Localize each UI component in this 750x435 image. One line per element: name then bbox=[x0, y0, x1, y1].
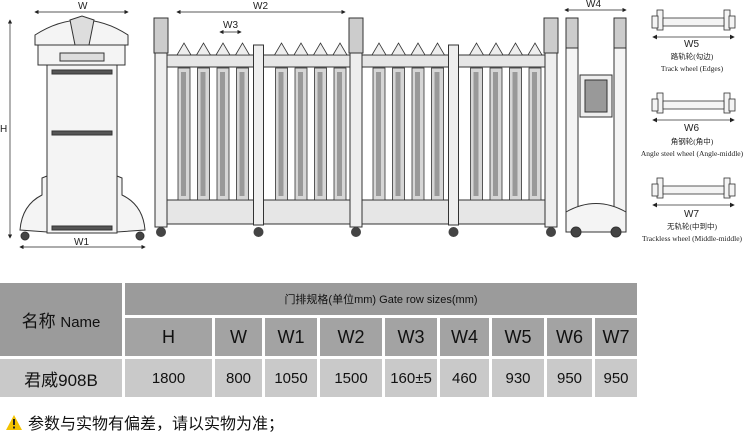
gate-bar-shade bbox=[239, 72, 245, 196]
wheel-diagram-w7 bbox=[651, 177, 736, 208]
cell-w5: 930 bbox=[492, 359, 544, 397]
column-header-w7: W7 bbox=[595, 318, 637, 356]
wheel-w5-label: W5 bbox=[684, 39, 699, 50]
bar-finial bbox=[390, 42, 407, 56]
dim-h-label: H bbox=[0, 124, 7, 135]
column-header-w5: W5 bbox=[492, 318, 544, 356]
gate-bar-shade bbox=[337, 72, 342, 196]
post-cap bbox=[153, 17, 169, 54]
gate-bar-shade bbox=[181, 72, 186, 196]
gate-wheel bbox=[448, 227, 459, 237]
gate-bar-shade bbox=[512, 72, 518, 196]
hinge-post bbox=[253, 44, 264, 226]
bar-finial bbox=[176, 42, 192, 56]
cell-w: 800 bbox=[215, 359, 262, 397]
gate-wheel bbox=[156, 227, 166, 237]
dim-w3-label: W3 bbox=[223, 20, 238, 31]
column-header-w2: W2 bbox=[320, 318, 382, 356]
gate-bar-shade bbox=[278, 72, 284, 196]
column-header-w4: W4 bbox=[440, 318, 489, 356]
side-post-drawing bbox=[19, 15, 146, 241]
cell-w2: 1500 bbox=[320, 359, 382, 397]
wheel-w6-label: W6 bbox=[684, 123, 699, 134]
gate-bar-shade bbox=[317, 72, 323, 196]
wheel-w5-cn: 路轨轮(勾边) bbox=[671, 51, 714, 61]
bar-finial bbox=[215, 42, 231, 56]
wheel-diagram-w5 bbox=[651, 9, 736, 40]
wheel-w7-en: Trackless wheel (Middle-middle) bbox=[642, 234, 743, 243]
bar-finial bbox=[429, 42, 446, 56]
wheel-w6-cn: 角钢轮(角中) bbox=[671, 136, 714, 146]
cell-w4: 460 bbox=[440, 359, 489, 397]
gate-bar-shade bbox=[376, 72, 381, 196]
bar-finial bbox=[527, 42, 543, 56]
bar-finial bbox=[195, 42, 212, 56]
wheel-w7-label: W7 bbox=[684, 209, 699, 220]
bar-finial bbox=[312, 42, 329, 56]
gate-bar-shade bbox=[415, 72, 420, 196]
bar-finial bbox=[488, 42, 504, 56]
bar-finial bbox=[468, 42, 485, 56]
hinge-post bbox=[448, 44, 459, 226]
dim-w1-label: W1 bbox=[74, 237, 89, 248]
wheel-diagram-w6 bbox=[651, 92, 736, 123]
column-header-w6: W6 bbox=[547, 318, 592, 356]
gate-bar-shade bbox=[434, 72, 440, 196]
bar-finial bbox=[410, 42, 426, 56]
bar-finial bbox=[332, 42, 348, 56]
gate-bar-shade bbox=[200, 72, 206, 196]
gate-bar-shade bbox=[395, 72, 401, 196]
gate-bar-shade bbox=[220, 72, 225, 196]
bar-finial bbox=[273, 42, 290, 56]
wheel-w6-en: Angle steel wheel (Angle-middle) bbox=[641, 149, 744, 158]
bar-finial bbox=[371, 42, 387, 56]
disclaimer-note: 参数与实物有偏差，请以实物为准； bbox=[6, 410, 284, 434]
gate-bar-shade bbox=[473, 72, 479, 196]
row-name: 君威908B bbox=[0, 359, 122, 397]
gate-wheel bbox=[351, 227, 361, 237]
post-cap bbox=[348, 17, 364, 54]
gate-bar-shade bbox=[493, 72, 498, 196]
bar-finial bbox=[507, 42, 524, 56]
retractable-gate-drawing bbox=[153, 17, 559, 237]
column-header-h: H bbox=[125, 318, 212, 356]
note-text: 参数与实物有偏差，请以实物为准； bbox=[28, 416, 285, 433]
wheel-captions: W5 路轨轮(勾边) Track wheel (Edges) W6 角钢轮(角中… bbox=[641, 39, 744, 243]
cell-w7: 950 bbox=[595, 359, 637, 397]
dim-w2-label: W2 bbox=[253, 1, 268, 12]
gate-technical-drawing: W H W1 W2 W3 W4 W5 路轨轮(勾边) Track wheel (… bbox=[0, 0, 744, 250]
dim-w-label: W bbox=[78, 1, 88, 12]
wheel-w7-cn: 无轨轮(中到中) bbox=[667, 221, 717, 231]
wheel-w5-en: Track wheel (Edges) bbox=[661, 64, 724, 73]
gate-bar-shade bbox=[532, 72, 537, 196]
cell-w3: 160±5 bbox=[385, 359, 437, 397]
control-box-drawing bbox=[565, 17, 627, 238]
gate-wheel bbox=[546, 227, 556, 237]
column-header-w3: W3 bbox=[385, 318, 437, 356]
post-cap bbox=[543, 17, 559, 54]
name-header: 名称 Name bbox=[0, 283, 122, 356]
gate-wheel bbox=[253, 227, 264, 237]
column-header-w: W bbox=[215, 318, 262, 356]
column-header-w1: W1 bbox=[265, 318, 317, 356]
gate-bar-shade bbox=[298, 72, 303, 196]
bar-finial bbox=[293, 42, 309, 56]
cell-w6: 950 bbox=[547, 359, 592, 397]
bar-finial bbox=[234, 42, 251, 56]
warning-icon bbox=[6, 414, 22, 430]
dim-w4-label: W4 bbox=[586, 0, 601, 10]
cell-h: 1800 bbox=[125, 359, 212, 397]
cell-w1: 1050 bbox=[265, 359, 317, 397]
group-header: 门排规格(单位mm) Gate row sizes(mm) bbox=[125, 283, 637, 315]
